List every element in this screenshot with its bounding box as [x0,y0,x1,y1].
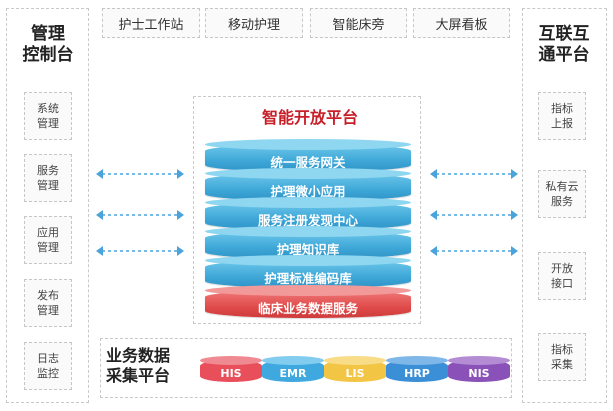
db-hrp-body: HRP [386,360,448,382]
db-emr-top [262,356,324,365]
top-item-big-screen[interactable]: 大屏看板 [413,8,510,38]
top-item-nurse-station[interactable]: 护士工作站 [102,8,200,38]
layer-code-library[interactable]: 护理标准编码库 [205,255,411,288]
db-lis-label: LIS [345,366,365,380]
right-item-private-cloud[interactable]: 私有云 服务 [538,170,586,218]
arrow-right-2 [430,210,518,220]
arrow-left-3 [96,246,184,256]
db-hrp-label: HRP [404,366,430,380]
db-emr-label: EMR [279,366,307,380]
layer-gateway[interactable]: 统一服务网关 [205,139,411,172]
layer-micro-app[interactable]: 护理微小应用 [205,168,411,201]
layer-clinical-data-label: 临床业务数据服务 [257,300,358,316]
db-his[interactable]: HIS [200,356,262,382]
layer-gateway-label: 统一服务网关 [270,154,346,170]
left-item-system[interactable]: 系统 管理 [24,92,72,140]
layer-service-registry[interactable]: 服务注册发现中心 [205,197,411,230]
left-panel-title: 管理 控制台 [22,24,74,65]
layer-service-registry-label: 服务注册发现中心 [257,212,358,228]
right-item-metric-collect[interactable]: 指标 采集 [538,333,586,381]
db-nis[interactable]: NIS [448,356,510,382]
db-his-body: HIS [200,360,262,382]
db-emr-body: EMR [262,360,324,382]
arrow-left-2 [96,210,184,220]
left-item-service[interactable]: 服务 管理 [24,154,72,202]
layer-knowledge-base-label: 护理知识库 [276,241,340,257]
db-lis-top [324,356,386,365]
bottom-panel-title: 业务数据 采集平台 [106,346,171,385]
top-item-smart-bedside[interactable]: 智能床旁 [310,8,407,38]
left-item-log[interactable]: 日志 监控 [24,342,72,390]
db-lis-body: LIS [324,360,386,382]
db-nis-body: NIS [448,360,510,382]
layer-micro-app-label: 护理微小应用 [270,183,346,199]
db-nis-label: NIS [468,366,490,380]
right-panel-title: 互联互 通平台 [538,24,590,65]
db-hrp-top [386,356,448,365]
left-item-app[interactable]: 应用 管理 [24,216,72,264]
db-his-label: HIS [220,366,242,380]
arrow-right-3 [430,246,518,256]
right-panel [522,8,607,403]
arrow-right-1 [430,169,518,179]
top-item-mobile-care[interactable]: 移动护理 [205,8,303,38]
db-nis-top [448,356,510,365]
db-his-top [200,356,262,365]
right-item-open-api[interactable]: 开放 接口 [538,252,586,300]
right-item-metric-report[interactable]: 指标 上报 [538,92,586,140]
db-emr[interactable]: EMR [262,356,324,382]
bottom-panel [100,338,512,398]
db-hrp[interactable]: HRP [386,356,448,382]
left-panel [6,8,89,403]
layer-code-library-label: 护理标准编码库 [264,270,352,286]
center-title: 智能开放平台 [261,108,358,127]
db-lis[interactable]: LIS [324,356,386,382]
left-item-publish[interactable]: 发布 管理 [24,279,72,327]
layer-clinical-data[interactable]: 临床业务数据服务 [205,285,411,318]
center-platform-box [193,96,421,324]
arrow-left-1 [96,169,184,179]
layer-knowledge-base[interactable]: 护理知识库 [205,226,411,259]
